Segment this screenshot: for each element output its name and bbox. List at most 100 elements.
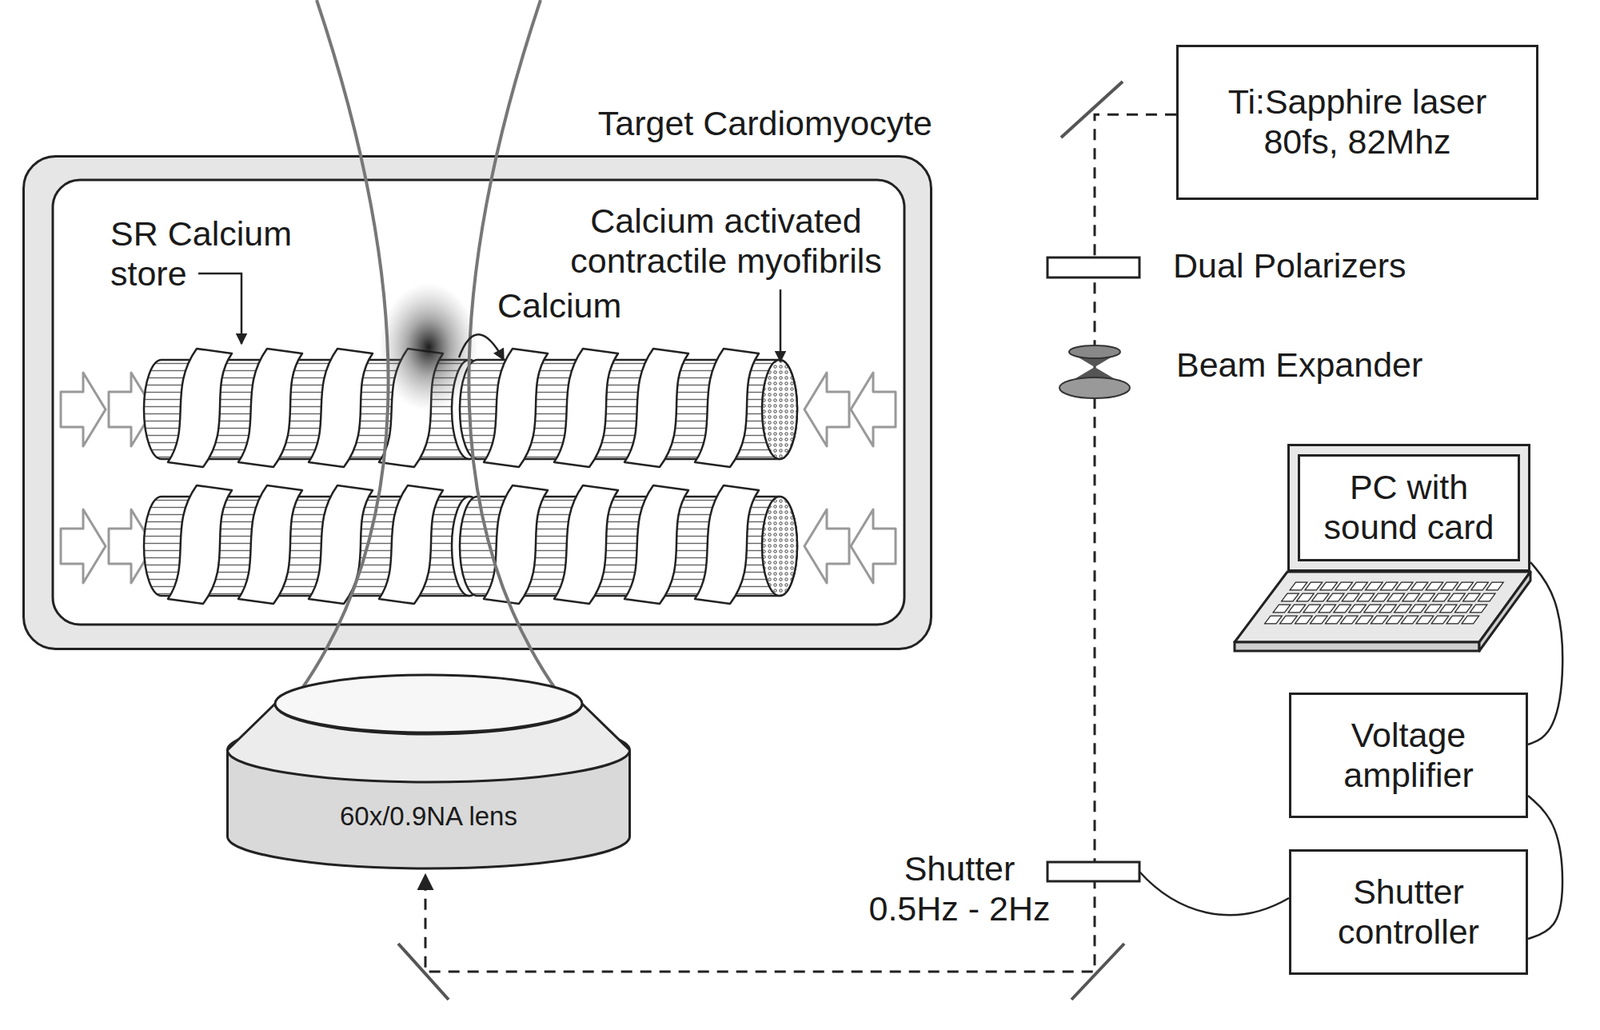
myofibril-end (762, 359, 798, 459)
sr-calcium-store (308, 348, 373, 467)
signal-wire (1528, 795, 1563, 939)
structure-label: SR Calcium store (110, 214, 319, 295)
keyboard-key (1304, 582, 1323, 591)
sr-calcium-store (308, 485, 373, 604)
polarizer (1047, 257, 1140, 278)
keyboard-key (1425, 582, 1444, 591)
keyboard-key (1303, 604, 1321, 613)
keyboard-key (1341, 593, 1360, 602)
keyboard (1264, 582, 1505, 624)
keyboard-key (1289, 582, 1308, 591)
screen-text-line: PC with sound card (1312, 467, 1505, 548)
controller-box: Shutter controller (1288, 849, 1529, 975)
contraction-arrow (850, 509, 896, 583)
keyboard-key (1311, 593, 1329, 602)
sr-calcium-store (379, 485, 443, 604)
myofibril-end (762, 496, 798, 596)
keyboard-key (1340, 615, 1358, 624)
keyboard-key (1456, 582, 1474, 591)
contraction-arrow (804, 372, 850, 447)
keyboard-key (1446, 615, 1465, 624)
figure-part (23, 155, 932, 651)
keyboard-key (1409, 604, 1428, 613)
contraction-arrow (850, 372, 896, 447)
component-label: Beam Expander (1176, 345, 1423, 386)
keyboard-key (1379, 604, 1397, 613)
keyboard-key (1395, 582, 1413, 591)
keyboard-key (1461, 615, 1480, 624)
keyboard-key (1486, 582, 1504, 591)
leader-line (779, 289, 783, 362)
sr-calcium-store (694, 348, 759, 467)
control-wire (1139, 871, 1289, 915)
box-text: Voltage amplifier (1320, 715, 1497, 796)
laser-box: Ti:Sapphire laser 80fs, 82Mhz (1176, 44, 1539, 200)
cell-title: Target Cardiomyocyte (598, 103, 933, 144)
ion-label: Calcium (497, 286, 622, 327)
lens-shape (226, 673, 631, 874)
keyboard-key (1288, 604, 1306, 613)
keyboard-key (1370, 615, 1389, 624)
sr-calcium-store (554, 485, 619, 604)
box-text: Shutter controller (1320, 872, 1497, 953)
sr-calcium-store (483, 348, 548, 467)
keyboard-key (1318, 604, 1337, 613)
keyboard-key (1335, 582, 1353, 591)
lens-front (275, 674, 583, 733)
sr-calcium-store (238, 348, 303, 467)
amplifier-box: Voltage amplifier (1288, 692, 1529, 818)
keyboard-key (1410, 582, 1429, 591)
keyboard-key (1417, 593, 1436, 602)
beam-expander-lens (1069, 345, 1121, 359)
keyboard-key (1326, 593, 1345, 602)
keyboard-key (1296, 593, 1315, 602)
keyboard-key (1372, 593, 1390, 602)
keyboard-key (1471, 582, 1489, 591)
sr-calcium-store (624, 485, 689, 604)
keyboard-key (1394, 604, 1413, 613)
keyboard-key (1402, 593, 1421, 602)
sr-calcium-store (483, 485, 548, 604)
keyboard-key (1280, 615, 1298, 624)
screen-text: PC with sound card (1297, 454, 1521, 562)
mirror (1071, 943, 1125, 1000)
laptop-base (1234, 642, 1480, 651)
keyboard-key (1380, 582, 1398, 591)
mirror (398, 943, 449, 1000)
sr-calcium-store (167, 348, 232, 467)
keyboard-key (1295, 615, 1313, 624)
keyboard-key (1432, 593, 1451, 602)
keyboard-key (1454, 604, 1473, 613)
computer-screen: PC with sound card (1287, 443, 1531, 572)
keyboard-key (1264, 615, 1283, 624)
sr-calcium-store (554, 348, 619, 467)
keyboard-key (1385, 615, 1404, 624)
structure-label: Calcium activated contractile myofibrils (558, 201, 894, 282)
mirror (1061, 81, 1123, 138)
sr-calcium-store (238, 485, 303, 604)
keyboard-key (1431, 615, 1449, 624)
contraction-arrow (804, 509, 850, 583)
keyboard-key (1439, 604, 1457, 613)
keyboard-key (1469, 604, 1488, 613)
keyboard-key (1348, 604, 1367, 613)
keyboard-key (1309, 615, 1328, 624)
keyboard-key (1272, 604, 1291, 613)
component-label: Dual Polarizers (1173, 246, 1407, 287)
signal-wire (1528, 562, 1563, 745)
keyboard-key (1350, 582, 1369, 591)
keyboard-key (1448, 593, 1466, 602)
keyboard-key (1440, 582, 1459, 591)
sr-calcium-store (624, 348, 689, 467)
keyboard-key (1424, 604, 1443, 613)
sr-calcium-store (167, 485, 232, 604)
sr-calcium-store (694, 485, 759, 604)
keyboard-key (1463, 593, 1481, 602)
keyboard-key (1400, 615, 1419, 624)
leader-line (198, 273, 242, 344)
keyboard-key (1364, 604, 1382, 613)
keyboard-key (1356, 593, 1375, 602)
keyboard-key (1320, 582, 1338, 591)
laser-beam-edge (291, 155, 389, 651)
